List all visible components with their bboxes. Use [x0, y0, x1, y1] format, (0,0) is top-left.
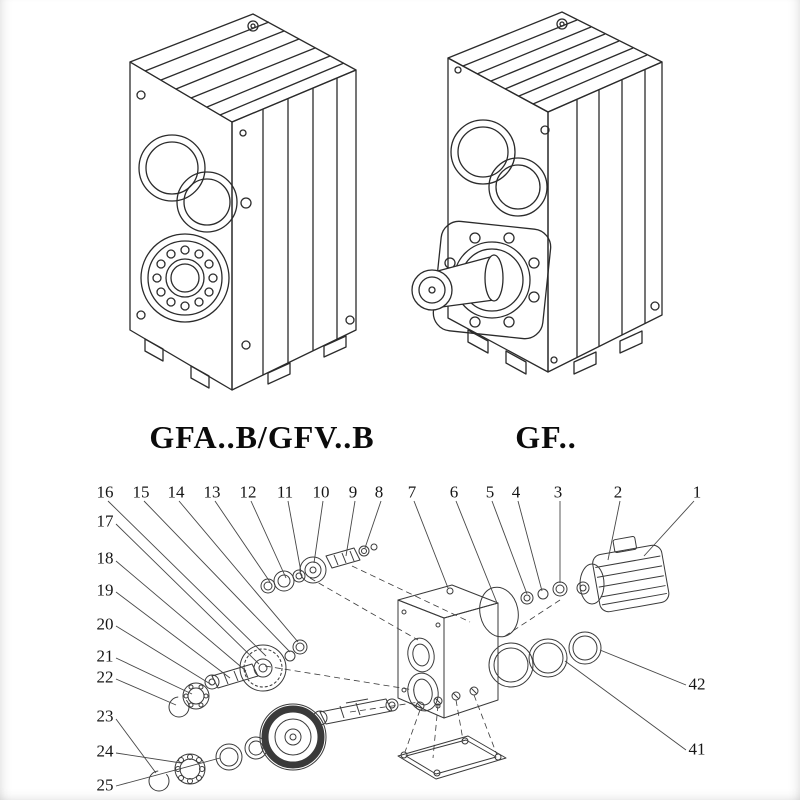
- part-number-9: 9: [348, 482, 358, 502]
- leader-line-42: [599, 649, 687, 686]
- part-number-8: 8: [374, 482, 384, 502]
- part-number-7: 7: [407, 482, 417, 502]
- leader-line-21: [115, 657, 193, 695]
- leader-line-15: [143, 500, 291, 653]
- leader-line-1: [643, 500, 695, 557]
- leader-line-17: [115, 523, 260, 665]
- leader-line-8: [364, 500, 382, 549]
- assembly-axes: [264, 565, 561, 759]
- part-number-18: 18: [96, 548, 114, 568]
- part-number-24: 24: [96, 741, 114, 761]
- part-number-10: 10: [312, 482, 330, 502]
- leader-line-22: [115, 678, 177, 706]
- leader-line-11: [287, 500, 302, 573]
- exploded-view: [148, 536, 670, 792]
- part-number-41: 41: [688, 739, 706, 759]
- part-number-21: 21: [96, 646, 114, 666]
- part-number-22: 22: [96, 667, 114, 687]
- leader-lines: [107, 500, 695, 787]
- leader-line-14: [178, 500, 299, 643]
- part-number-13: 13: [203, 482, 221, 502]
- leader-line-24: [115, 752, 182, 764]
- part-number-6: 6: [449, 482, 459, 502]
- part-number-15: 15: [132, 482, 150, 502]
- motor: [592, 536, 670, 613]
- gearbox-drawing-gf: [411, 11, 663, 375]
- leader-line-19: [115, 591, 231, 679]
- leader-line-41: [564, 660, 687, 751]
- leader-line-25: [115, 757, 221, 787]
- leader-line-16: [107, 500, 267, 657]
- model-label-gfab: GFA..B/GFV..B: [149, 419, 375, 455]
- leader-line-7: [413, 500, 449, 589]
- part-number-14: 14: [167, 482, 185, 502]
- part-number-23: 23: [96, 706, 114, 726]
- leader-line-4: [517, 500, 543, 592]
- part-number-1: 1: [692, 482, 702, 502]
- leader-line-13: [214, 500, 271, 583]
- part-number-2: 2: [613, 482, 623, 502]
- part-number-20: 20: [96, 614, 114, 634]
- part-number-16: 16: [96, 482, 114, 502]
- leader-line-12: [250, 500, 287, 579]
- leader-line-18: [115, 560, 247, 672]
- part-number-4: 4: [511, 482, 521, 502]
- model-label-gf: GF..: [515, 419, 577, 455]
- gearbox-drawing-gfab: [129, 13, 357, 391]
- part-number-17: 17: [96, 511, 114, 531]
- part-number-3: 3: [553, 482, 563, 502]
- leader-line-2: [607, 500, 621, 561]
- part-number-19: 19: [96, 580, 114, 600]
- part-number-42: 42: [688, 674, 706, 694]
- leader-line-10: [313, 500, 324, 564]
- leader-line-5: [491, 500, 528, 595]
- part-number-11: 11: [276, 482, 294, 502]
- leader-line-6: [455, 500, 498, 604]
- part-number-25: 25: [96, 775, 114, 795]
- leader-line-20: [115, 625, 213, 686]
- leader-line-9: [345, 500, 356, 557]
- part-number-12: 12: [239, 482, 257, 502]
- gear-housing: [397, 584, 499, 719]
- part-number-5: 5: [485, 482, 495, 502]
- leader-line-23: [115, 718, 157, 774]
